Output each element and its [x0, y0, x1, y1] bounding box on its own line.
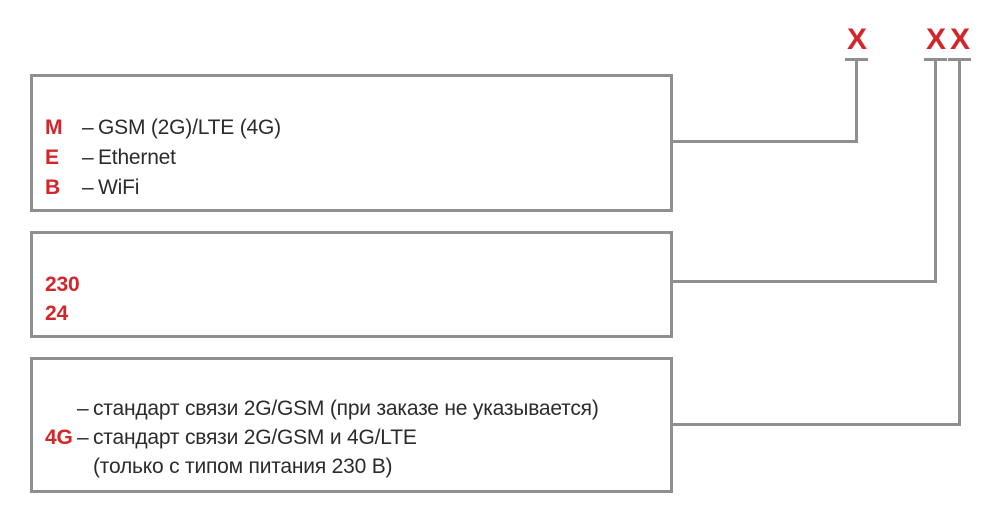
order-code-position-2: X: [925, 23, 947, 56]
option-row: 24: [45, 299, 670, 328]
connector-1-horizontal-line: [673, 140, 858, 143]
option-code: 4G: [45, 426, 73, 449]
order-code-position-3: X: [949, 23, 971, 56]
option-code: B: [45, 176, 60, 199]
power-options-box: 230 24: [30, 231, 673, 338]
interface-options-box: M–GSM (2G)/LTE (4G) E–Ethernet B–WiFi: [30, 74, 673, 212]
option-code: M: [45, 116, 63, 139]
option-description: WiFi: [98, 176, 140, 199]
option-dash: –: [77, 397, 89, 420]
option-dash: –: [82, 176, 94, 199]
option-code: 24: [45, 302, 68, 325]
power-options-rows: 230 24: [33, 270, 670, 328]
option-description: стандарт связи 2G/GSM и 4G/LTE: [93, 426, 417, 449]
option-dash: –: [82, 116, 94, 139]
option-description: GSM (2G)/LTE (4G): [98, 116, 281, 139]
option-dash: –: [77, 426, 89, 449]
option-row: (только с типом питания 230 В): [45, 452, 670, 481]
connector-2-vertical-line: [934, 58, 937, 283]
interface-options-rows: M–GSM (2G)/LTE (4G) E–Ethernet B–WiFi: [33, 113, 670, 203]
option-row: –стандарт связи 2G/GSM (при заказе не ук…: [45, 394, 670, 423]
option-row: E–Ethernet: [45, 143, 670, 173]
option-dash: –: [82, 146, 94, 169]
option-row: M–GSM (2G)/LTE (4G): [45, 113, 670, 143]
option-code: E: [45, 146, 59, 169]
connector-2-horizontal-line: [673, 280, 937, 283]
comm-standard-options-box: –стандарт связи 2G/GSM (при заказе не ук…: [30, 357, 673, 493]
option-row: 4G–стандарт связи 2G/GSM и 4G/LTE: [45, 423, 670, 452]
connector-3-horizontal-line: [673, 423, 961, 426]
option-row: B–WiFi: [45, 173, 670, 203]
connector-1-vertical-line: [855, 58, 858, 143]
option-description: стандарт связи 2G/GSM (при заказе не ука…: [93, 397, 599, 420]
option-description: (только с типом питания 230 В): [93, 455, 393, 478]
connector-3-vertical-line: [958, 58, 961, 426]
order-code-position-1: X: [846, 23, 868, 56]
comm-standard-options-rows: –стандарт связи 2G/GSM (при заказе не ук…: [33, 394, 670, 481]
option-code: 230: [45, 273, 80, 296]
option-row: 230: [45, 270, 670, 299]
option-description: Ethernet: [98, 146, 176, 169]
